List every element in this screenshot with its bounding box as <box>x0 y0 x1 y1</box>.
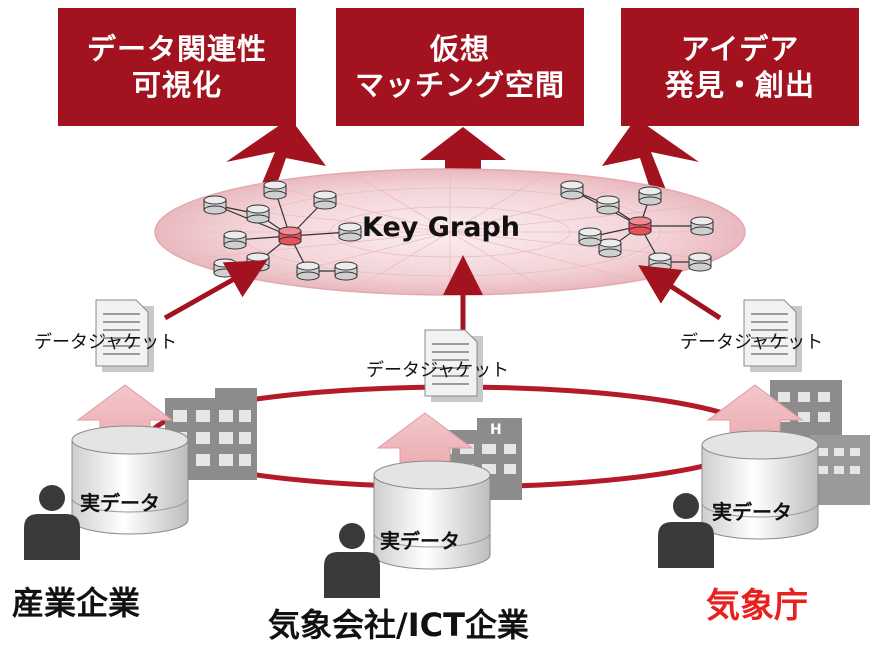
arrow-up-icon <box>602 118 699 210</box>
person-icon <box>324 523 380 598</box>
box-line2: 発見・創出 <box>664 68 815 102</box>
database-icon <box>701 430 819 540</box>
real-data-label-center: 実データ <box>380 529 460 553</box>
box-line2: 可視化 <box>131 68 222 102</box>
network-node-icon <box>578 227 602 247</box>
data-jacket-label-right: データジャケット <box>680 332 824 353</box>
database-icon <box>71 425 189 535</box>
box-data-relation-visualization: データ関連性 可視化 <box>58 8 296 126</box>
box-line1: データ関連性 <box>86 32 267 66</box>
network-node-icon <box>690 216 714 236</box>
org-label-weather-ict: 気象会社/ICT企業 <box>268 606 529 644</box>
network-node-icon <box>598 238 622 258</box>
real-data-label-left: 実データ <box>80 491 160 515</box>
box-virtual-matching-space: 仮想 マッチング空間 <box>336 8 584 126</box>
document-icon <box>743 299 802 372</box>
document-icon <box>424 329 483 402</box>
box-line1: アイデア <box>680 32 800 66</box>
box-line2: マッチング空間 <box>354 68 565 102</box>
document-icon <box>95 299 154 372</box>
network-node-icon <box>223 230 247 250</box>
database-icon <box>373 460 491 570</box>
network-node-highlight-icon <box>278 226 302 246</box>
arrow-up-icon <box>226 118 326 210</box>
network-node-icon <box>638 186 662 206</box>
network-nodes <box>203 180 714 281</box>
real-data-label-right: 実データ <box>712 500 792 524</box>
network-node-icon <box>246 252 270 272</box>
network-node-icon <box>596 195 620 215</box>
network-node-icon <box>334 261 358 281</box>
network-node-highlight-icon <box>628 216 652 236</box>
org-label-jma: 気象庁 <box>706 586 808 626</box>
data-jacket-label-center: データジャケット <box>366 360 510 381</box>
box-idea-discovery: アイデア 発見・創出 <box>621 8 859 126</box>
network-node-icon <box>213 258 237 278</box>
person-icon <box>24 485 80 560</box>
network-node-icon <box>263 180 287 200</box>
person-icon <box>658 493 714 568</box>
network-node-icon <box>296 261 320 281</box>
network-node-icon <box>648 252 672 272</box>
network-node-icon <box>246 204 270 224</box>
data-jacket-label-left: データジャケット <box>34 332 178 353</box>
org-label-industry: 産業企業 <box>12 584 141 622</box>
network-node-icon <box>313 190 337 210</box>
arrow-up-icon <box>420 127 506 175</box>
svg-text:H: H <box>490 422 502 438</box>
network-node-icon <box>338 222 362 242</box>
network-node-icon <box>203 195 227 215</box>
key-graph-label: Key Graph <box>362 212 521 243</box>
box-line1: 仮想 <box>429 32 490 66</box>
network-node-icon <box>688 252 712 272</box>
network-node-icon <box>560 180 584 200</box>
